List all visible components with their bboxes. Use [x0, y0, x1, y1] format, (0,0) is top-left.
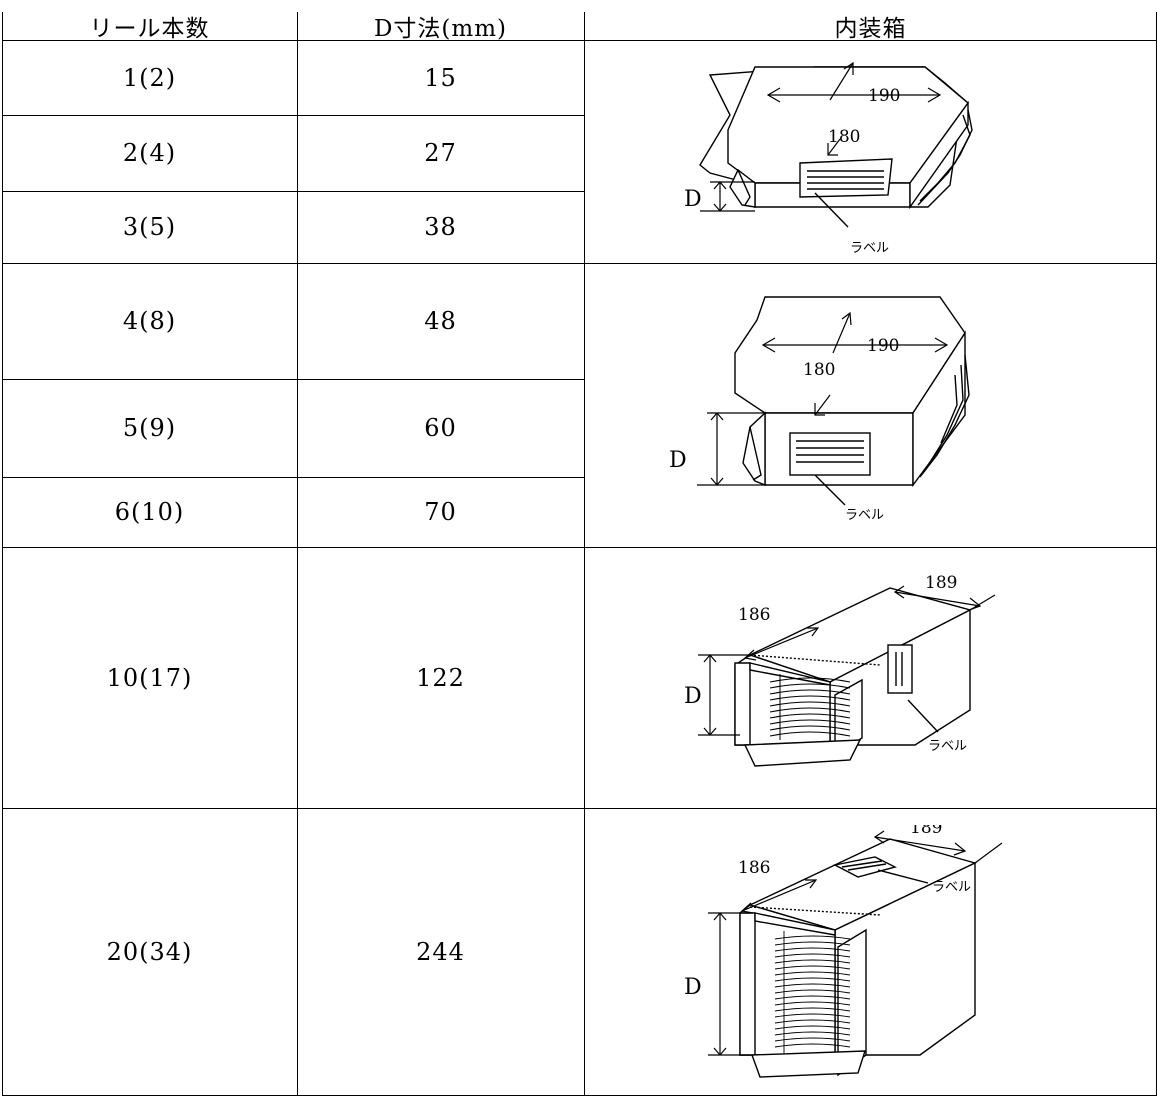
header-rule [2, 40, 1157, 41]
d-dimension-label: D [684, 684, 702, 709]
col-rule-2 [584, 12, 585, 1096]
cell-reels: 6(10) [114, 498, 185, 526]
depth-dimension: 180 [828, 127, 860, 147]
header-reel-count: リール本数 [89, 16, 210, 42]
inner-box-figure-medium: 190 180 D ラベル [669, 296, 970, 523]
depth-dimension: 186 [738, 858, 770, 878]
inner-box-figure-small: 190 180 D ラベル [684, 61, 973, 256]
width-dimension: 189 [925, 573, 957, 593]
label-callout: ラベル [845, 508, 884, 523]
inner-box-figure-reel20: 186 189 D ラベル [684, 825, 1003, 1078]
label-callout: ラベル [850, 241, 889, 256]
cell-d: 48 [424, 307, 457, 335]
label-callout: ラベル [928, 739, 967, 754]
depth-dimension: 180 [803, 360, 835, 380]
width-dimension: 190 [868, 86, 900, 106]
cell-d: 15 [424, 63, 457, 92]
header-inner-box: 内装箱 [834, 16, 907, 42]
cell-reels: 5(9) [122, 414, 177, 442]
row-rule [2, 115, 584, 116]
cell-reels: 4(8) [122, 307, 177, 335]
d-dimension-label: D [669, 448, 687, 473]
row-rule [2, 379, 584, 380]
cell-d: 60 [424, 414, 457, 442]
header-d-dimension: D寸法(mm) [373, 16, 507, 42]
d-dimension-label: D [684, 975, 702, 1000]
cell-d: 244 [416, 938, 465, 966]
cell-d: 122 [416, 663, 465, 692]
cell-d: 27 [424, 139, 457, 167]
cell-reels: 3(5) [122, 213, 177, 241]
label-callout: ラベル [932, 880, 971, 895]
cell-d: 70 [424, 498, 457, 526]
width-dimension: 190 [867, 336, 899, 356]
depth-dimension: 186 [738, 605, 770, 625]
group-rule-3 [2, 808, 1157, 809]
row-rule [2, 191, 584, 192]
cell-reels: 10(17) [106, 663, 193, 692]
inner-box-figure-reel10: 186 189 D ラベル [684, 573, 996, 767]
row-rule [2, 477, 584, 478]
group-rule-2 [2, 547, 1157, 548]
cell-reels: 1(2) [122, 63, 177, 92]
group-rule-1 [2, 263, 1157, 264]
cell-reels: 2(4) [122, 139, 177, 167]
cell-d: 38 [424, 213, 457, 241]
width-dimension: 189 [910, 825, 942, 838]
d-dimension-label: D [684, 187, 702, 212]
packing-table: リール本数 D寸法(mm) 内装箱 1(2) 15 2(4) 27 3(5) 3… [2, 12, 1157, 1096]
cell-reels: 20(34) [106, 938, 193, 966]
col-rule-1 [297, 12, 298, 1096]
